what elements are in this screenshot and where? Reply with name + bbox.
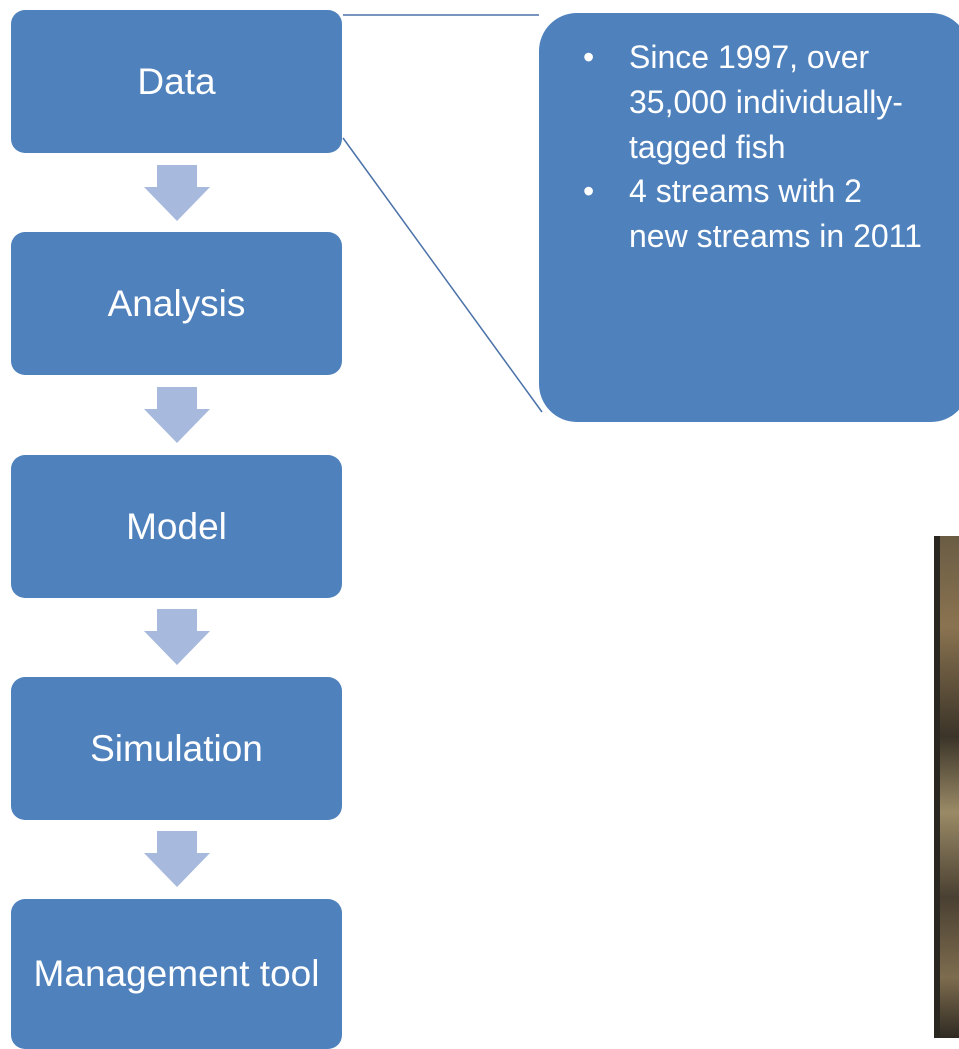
down-arrow-icon [144, 387, 210, 443]
bullet-icon: • [583, 173, 595, 210]
down-arrow-icon [144, 609, 210, 665]
down-arrow-icon [144, 831, 210, 887]
flow-step-data: Data [11, 10, 342, 153]
callout-bullet-item: • 4 streams with 2 new streams in 2011 [583, 169, 929, 259]
flow-step-simulation-label: Simulation [90, 727, 263, 769]
down-arrow-icon [144, 165, 210, 221]
callout-bullet-item: • Since 1997, over 35,000 individually-t… [583, 35, 929, 169]
flow-step-simulation: Simulation [11, 677, 342, 820]
flow-step-model-label: Model [126, 505, 227, 547]
data-details-callout: • Since 1997, over 35,000 individually-t… [539, 13, 959, 422]
flow-step-management-tool: Management tool [11, 899, 342, 1049]
flow-step-analysis-label: Analysis [107, 282, 246, 324]
bullet-icon: • [583, 39, 595, 75]
flow-step-data-label: Data [137, 60, 216, 102]
flow-step-management-tool-label: Management tool [33, 953, 320, 995]
fish-photo-image [934, 536, 959, 1038]
callout-bullet-list: • Since 1997, over 35,000 individually-t… [583, 35, 939, 259]
callout-connector-bottom [342, 137, 543, 413]
flow-step-model: Model [11, 455, 342, 598]
callout-bullet-text: 4 streams with 2 new streams in 2011 [629, 173, 922, 255]
flow-step-analysis: Analysis [11, 232, 342, 375]
callout-bullet-text: Since 1997, over 35,000 individually-tag… [629, 39, 903, 165]
